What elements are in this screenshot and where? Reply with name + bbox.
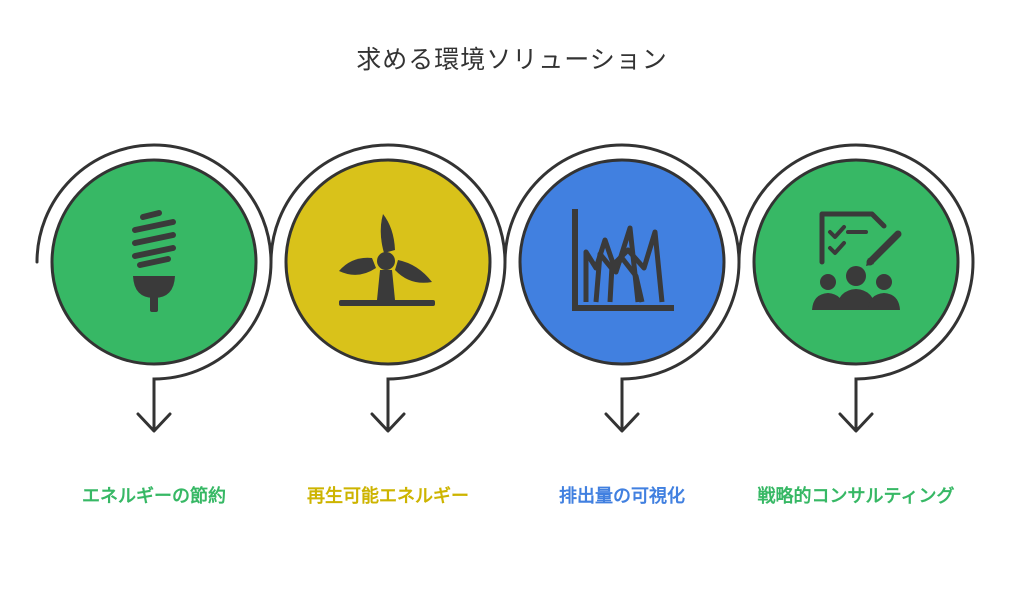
step-2-ring [269,143,507,432]
step-2-label: 再生可能エネルギー [307,486,469,507]
step-4-ring [737,143,975,432]
wind-turbine-icon [339,214,435,306]
step-2-arrowhead [370,412,406,433]
step-3-label: 排出量の可視化 [559,486,685,507]
step-3-ring [503,143,741,432]
step-3-arrowhead [604,412,640,433]
cfl-bulb-icon [132,210,176,312]
step-4-arrowhead [838,412,874,433]
step-4-label: 戦略的コンサルティング [757,486,955,507]
consulting-team-icon [812,211,902,310]
emissions-chart-icon [572,209,674,311]
step-1-arrowhead [136,412,172,433]
step-4-circle [752,158,960,366]
diagram-title: 求める環境ソリューション [356,45,668,74]
step-1-label: エネルギーの節約 [82,486,226,507]
step-1-ring [35,143,273,432]
